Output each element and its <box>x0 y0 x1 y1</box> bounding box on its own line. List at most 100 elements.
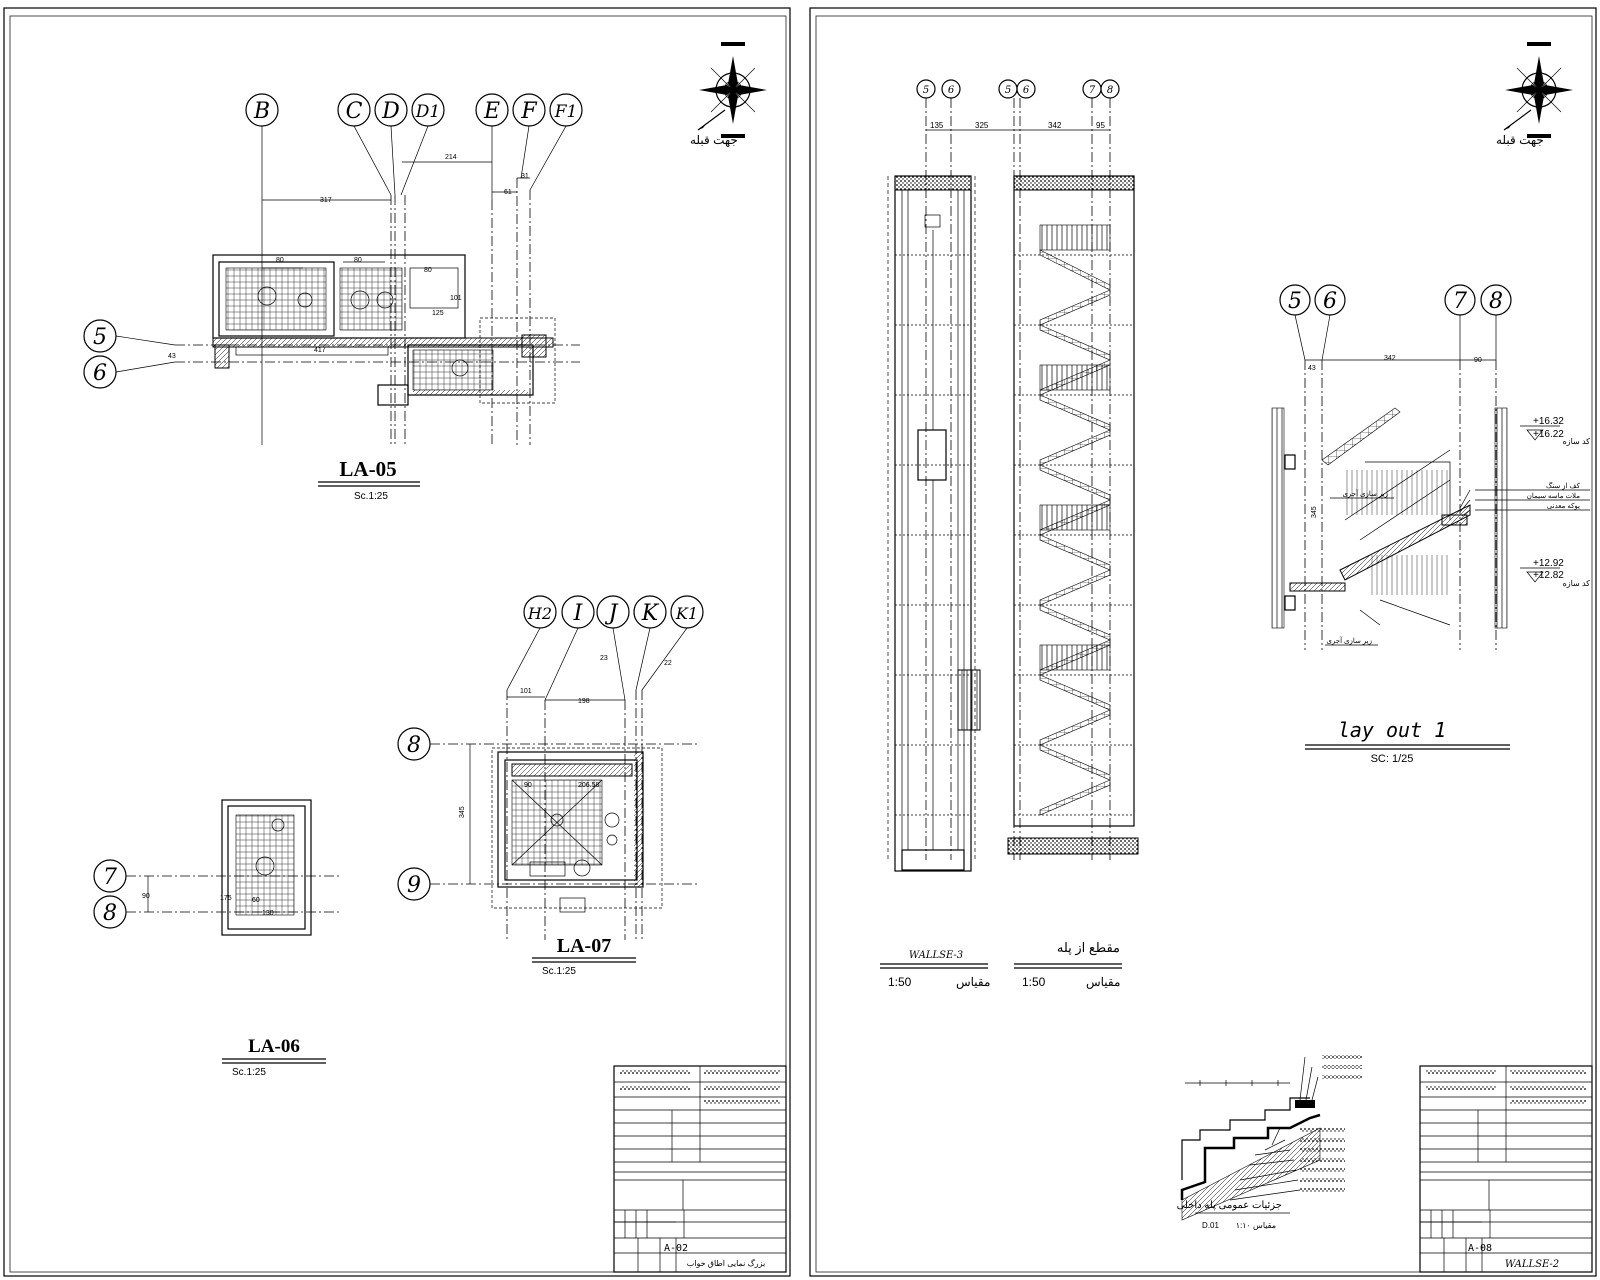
level-mark: +16.22 <box>1533 429 1564 440</box>
dim-text: 345 <box>459 806 466 818</box>
grid-bubble-label: K1 <box>675 604 698 623</box>
title-block-left: A-02 بزرگ نمایی اطاق خواب <box>613 1065 787 1273</box>
grid-bubbles-la05-top: B C D D1 E F F1 <box>245 93 583 127</box>
dim-text: 345 <box>1311 506 1318 518</box>
right-sheet-outer-frame <box>809 7 1597 1277</box>
grid-bubble-label: 8 <box>1489 289 1503 314</box>
right-sheet-inner-frame <box>815 15 1593 1273</box>
layer-note: زیر سازی آجری <box>1326 635 1372 645</box>
dim-text: 80 <box>424 267 432 274</box>
detail-code: D.01 <box>1202 1221 1219 1230</box>
section-label-a: WALLSE-3 <box>909 950 963 961</box>
plan-title-la05: LA-05 <box>339 457 396 481</box>
plan-la06: 7 8 90 175 130 60 LA-06 Sc.1:25 <box>93 799 340 1078</box>
section-scale-a: 1:50 <box>888 975 912 989</box>
plan-la05: B C D D1 E F F1 317 214 61 31 5 6 43 <box>83 93 583 502</box>
dim-text: 206.58 <box>578 782 600 789</box>
north-arrow-icon <box>697 42 767 138</box>
dim-text: 90 <box>142 893 150 900</box>
level-mark: +16.32 <box>1533 416 1564 427</box>
dim-text: 80 <box>354 257 362 264</box>
layout-title: lay out 1 <box>1338 718 1446 742</box>
dim-text: 417 <box>314 347 326 354</box>
dim-text: 342 <box>1048 121 1062 130</box>
level-note: کد سازه <box>1563 437 1591 446</box>
dim-text: 101 <box>520 688 532 695</box>
detail-scale: مقیاس ۱:۱۰ <box>1236 1221 1276 1230</box>
grid-bubble-label: D1 <box>415 102 440 122</box>
dim-text: 90 <box>524 782 532 789</box>
stair-flights <box>1039 224 1111 816</box>
plan-scale-la05: Sc.1:25 <box>354 491 388 502</box>
plan-title-la06: LA-06 <box>248 1036 300 1057</box>
level-mark: +12.92 <box>1533 558 1564 569</box>
section-label-b: مقطع از پله <box>1057 940 1120 956</box>
dim-text: 325 <box>975 121 989 130</box>
dim-text: 175 <box>220 895 232 902</box>
layer-note: پوکه معدنی <box>1547 502 1580 510</box>
dim-text: 31 <box>521 173 529 180</box>
grid-bubble-label: J <box>605 601 619 626</box>
compass-label-right: جهت قبله <box>1496 133 1544 147</box>
dim-text: 130 <box>262 910 274 917</box>
grid-bubble-label: E <box>483 99 500 124</box>
grid-bubble-label: D <box>381 99 400 124</box>
title-block-right: A-08 WALLSE-2 <box>1419 1065 1593 1273</box>
dim-text: 214 <box>445 154 457 161</box>
left-sheet-outer-frame <box>3 7 791 1277</box>
grid-bubble-label: 7 <box>1089 85 1096 96</box>
section-scale-b: 1:50 <box>1022 975 1046 989</box>
grid-bubble-label: 7 <box>103 865 117 890</box>
dim-text: 43 <box>168 353 176 360</box>
detail-title: جزئیات عمومی پله داخلی <box>1177 1200 1282 1211</box>
grid-bubble-label: 5 <box>1288 289 1302 314</box>
grid-bubble-label: F <box>520 99 537 124</box>
scale-word-b: مقیاس <box>1086 975 1120 989</box>
grid-bubble-label: 6 <box>1323 289 1337 314</box>
grid-bubble-label: 5 <box>923 85 929 96</box>
grid-bubble-label: 9 <box>407 873 421 898</box>
dim-text: 80 <box>276 257 284 264</box>
dim-text: 43 <box>1308 365 1316 372</box>
dim-text: 317 <box>320 197 332 204</box>
grid-bubble-label: 8 <box>103 901 117 926</box>
dim-text: 135 <box>930 121 944 130</box>
stair-detail: جزئیات عمومی پله داخلی D.01 مقیاس ۱:۱۰ <box>1177 1055 1362 1230</box>
dim-text: 60 <box>252 897 260 904</box>
dim-text: 23 <box>600 655 608 662</box>
dim-text: 22 <box>664 660 672 667</box>
grid-bubble-label: I <box>573 601 584 626</box>
compass-label-left: جهت قبله <box>690 133 738 147</box>
grid-bubble-label: B <box>253 99 270 124</box>
level-note: کد سازه <box>1563 579 1591 588</box>
left-sheet-inner-frame <box>9 15 787 1273</box>
grid-bubble-label: 6 <box>93 361 107 386</box>
sheet-title-right: WALLSE-2 <box>1505 1259 1559 1270</box>
sheet-title-left: بزرگ نمایی اطاق خواب <box>687 1258 766 1268</box>
layer-note: کف از سنگ <box>1546 481 1581 490</box>
dim-text: 198 <box>578 698 590 705</box>
grid-bubble-label: 5 <box>93 325 107 350</box>
plan-scale-la07: Sc.1:25 <box>542 966 576 977</box>
dim-text: 95 <box>1096 121 1105 130</box>
layer-note: زیر سازی آجری <box>1342 488 1388 498</box>
grid-bubble-label: C <box>346 99 363 124</box>
plan-title-la07: LA-07 <box>557 935 611 957</box>
grid-bubble-label: H2 <box>527 604 552 623</box>
grid-bubble-label: 6 <box>1023 85 1030 96</box>
layer-note: ملات ماسه سیمان <box>1527 492 1580 500</box>
dim-text: 342 <box>1384 355 1396 362</box>
dim-text: 90 <box>1474 357 1482 364</box>
scale-word-a: مقیاس <box>956 975 990 989</box>
layout-scale: SC: 1/25 <box>1371 753 1414 765</box>
grid-bubble-label: 6 <box>948 85 955 96</box>
plan-la07: H2 I J K K1 101 198 23 22 8 9 345 90 206… <box>397 595 704 977</box>
grid-bubble-label: K <box>641 601 660 626</box>
grid-bubble-label: 7 <box>1453 289 1467 314</box>
grid-bubble-label: 8 <box>407 733 421 758</box>
dim-text: 101 <box>450 295 462 302</box>
grid-bubble-label: F1 <box>554 102 578 122</box>
stair-section: 5 6 5 6 7 8 135 325 342 95 <box>880 79 1139 989</box>
grid-bubble-label: 8 <box>1107 85 1113 96</box>
